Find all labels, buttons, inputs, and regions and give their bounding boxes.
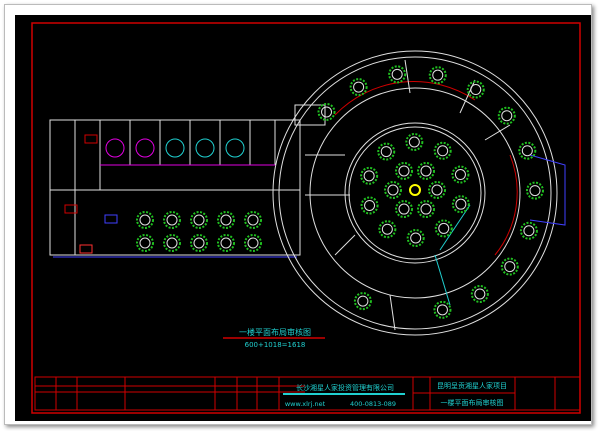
round-table	[525, 181, 544, 200]
fixture	[84, 134, 98, 144]
round-table	[163, 234, 181, 252]
private-room-table	[225, 138, 245, 158]
sheet-title: 一楼平面布局审核图	[441, 398, 504, 407]
cad-canvas: 一楼平面布局审核图 600+1018=1618	[15, 15, 591, 421]
round-table	[466, 80, 485, 99]
round-table	[349, 78, 368, 97]
round-table	[163, 211, 181, 229]
round-table	[217, 211, 235, 229]
round-table	[417, 161, 435, 180]
round-table	[433, 300, 452, 319]
fixture	[64, 204, 78, 214]
drawing-scale-text: 600+1018=1618	[245, 341, 306, 349]
round-table	[428, 66, 447, 85]
private-room-table	[165, 138, 185, 158]
round-table	[190, 234, 208, 252]
round-table	[451, 165, 470, 184]
round-table	[497, 106, 516, 125]
company-name: 长沙湘星人家投资管理有限公司	[296, 383, 394, 392]
round-table	[519, 221, 538, 240]
round-wing	[272, 50, 566, 336]
round-table	[360, 196, 379, 215]
round-table	[406, 228, 425, 247]
center-fixture	[409, 184, 421, 196]
drawing-title: 一楼平面布局审核图	[239, 327, 311, 337]
round-table	[190, 211, 208, 229]
private-room-table	[135, 138, 155, 158]
round-table	[317, 102, 336, 121]
round-table	[395, 161, 413, 180]
round-table	[360, 166, 379, 185]
round-table	[433, 141, 452, 160]
round-table	[500, 257, 519, 276]
round-table	[377, 142, 396, 161]
round-table	[136, 211, 154, 229]
dining-tables	[136, 65, 544, 319]
round-table	[244, 211, 262, 229]
company-website: www.xlrj.net	[285, 400, 326, 408]
round-table	[388, 65, 407, 84]
company-phone: 400-0813-089	[350, 400, 396, 408]
round-table	[384, 181, 402, 199]
round-table	[405, 133, 424, 152]
private-room-table	[195, 138, 215, 158]
title-block	[34, 376, 581, 411]
round-table	[417, 200, 435, 219]
round-table	[451, 195, 470, 214]
round-table	[518, 141, 537, 160]
round-table	[428, 181, 446, 199]
left-wing	[49, 104, 326, 258]
round-table	[378, 220, 397, 239]
round-table	[353, 292, 372, 311]
floor-plan: 一楼平面布局审核图 600+1018=1618	[31, 22, 581, 414]
round-table	[395, 200, 413, 219]
round-table	[470, 284, 489, 303]
round-table	[244, 234, 262, 252]
left-wing-fixtures	[64, 134, 245, 254]
round-table	[136, 234, 154, 252]
private-room-table	[105, 138, 125, 158]
fixture	[79, 244, 93, 254]
round-table	[217, 234, 235, 252]
drawing-sheet: 一楼平面布局审核图 600+1018=1618	[4, 4, 592, 425]
project-name: 昆明呈贡湘星人家项目	[437, 381, 507, 390]
fixture	[104, 214, 118, 224]
round-table	[434, 219, 453, 238]
border-frame	[31, 22, 581, 414]
